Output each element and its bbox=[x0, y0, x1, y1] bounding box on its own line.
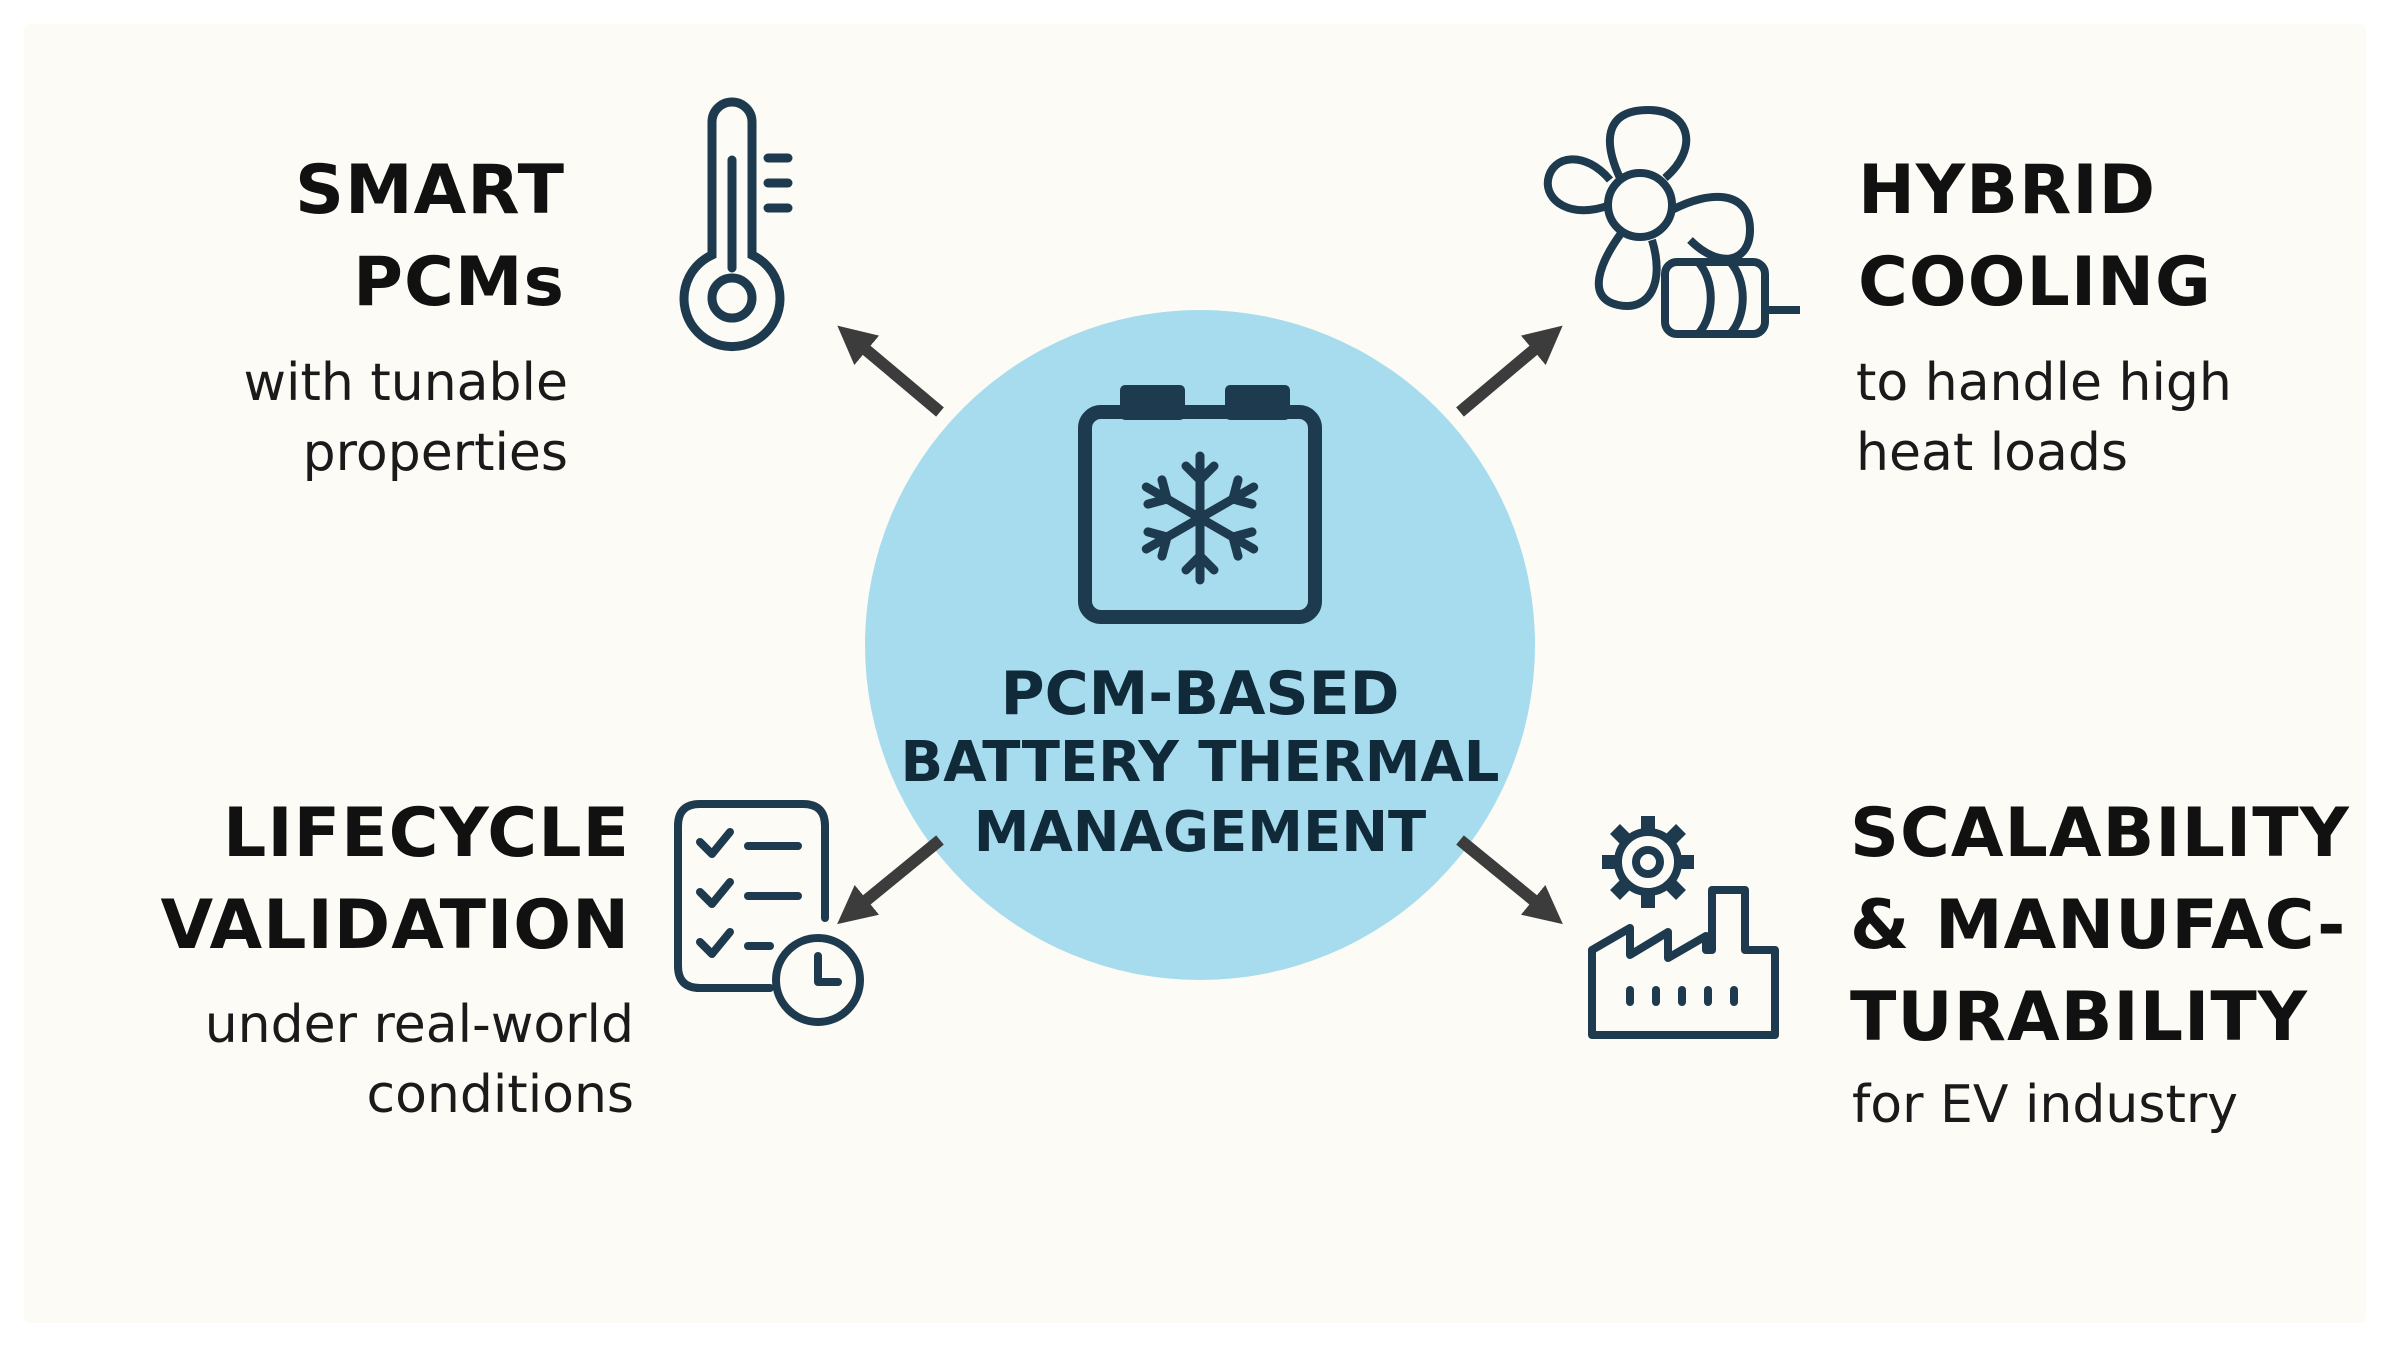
arrow-bottom-left bbox=[837, 835, 944, 925]
hybrid-cooling-block: HYBRID COOLING bbox=[1858, 145, 2212, 329]
hybrid-cooling-subtitle: to handle high heat loads bbox=[1856, 348, 2232, 488]
center-title-line2: BATTERY THERMAL bbox=[900, 730, 1500, 795]
hybrid-cooling-title-line1: HYBRID bbox=[1858, 151, 2157, 230]
scalability-title-line2: & MANUFAC- bbox=[1850, 886, 2347, 965]
scalability-title-line1: SCALABILITY bbox=[1850, 794, 2350, 873]
lifecycle-validation-block: LIFECYCLE VALIDATION bbox=[161, 788, 630, 972]
gear-factory-icon bbox=[1588, 816, 1779, 1039]
scalability-block: SCALABILITY & MANUFAC- TURABILITY bbox=[1850, 788, 2350, 1064]
lifecycle-validation-sub-line1: under real-world bbox=[204, 995, 634, 1055]
lifecycle-validation-title-line1: LIFECYCLE bbox=[223, 794, 630, 873]
hybrid-cooling-title-line2: COOLING bbox=[1858, 243, 2212, 322]
fan-icon bbox=[1543, 106, 1800, 338]
hybrid-cooling-sub-line2: heat loads bbox=[1856, 423, 2128, 483]
scalability-subtitle: for EV industry bbox=[1852, 1070, 2238, 1140]
thermometer-icon bbox=[679, 97, 793, 352]
smart-pcms-block: SMART PCMs bbox=[295, 145, 565, 329]
arrow-top-right bbox=[1456, 325, 1563, 417]
smart-pcms-title-line1: SMART bbox=[295, 151, 565, 230]
arrow-bottom-right bbox=[1456, 835, 1563, 925]
center-title-line1: PCM-BASED bbox=[1000, 659, 1400, 729]
smart-pcms-sub-line2: properties bbox=[302, 423, 568, 483]
center-circle bbox=[865, 310, 1535, 980]
lifecycle-validation-subtitle: under real-world conditions bbox=[205, 990, 634, 1130]
arrow-top-left bbox=[837, 325, 944, 417]
smart-pcms-subtitle: with tunable properties bbox=[244, 348, 568, 488]
scalability-title-line3: TURABILITY bbox=[1850, 978, 2308, 1057]
arrows bbox=[837, 325, 1563, 925]
smart-pcms-sub-line1: with tunable bbox=[243, 353, 568, 413]
checklist-clock-icon bbox=[674, 800, 864, 1026]
center-title-line3: MANAGEMENT bbox=[973, 800, 1427, 865]
lifecycle-validation-title-line2: VALIDATION bbox=[160, 886, 630, 965]
hybrid-cooling-sub-line1: to handle high bbox=[1856, 353, 2232, 413]
battery-snowflake-icon bbox=[1078, 385, 1322, 624]
scalability-sub-line1: for EV industry bbox=[1852, 1075, 2238, 1135]
lifecycle-validation-sub-line2: conditions bbox=[366, 1065, 634, 1125]
smart-pcms-title-line2: PCMs bbox=[353, 243, 565, 322]
